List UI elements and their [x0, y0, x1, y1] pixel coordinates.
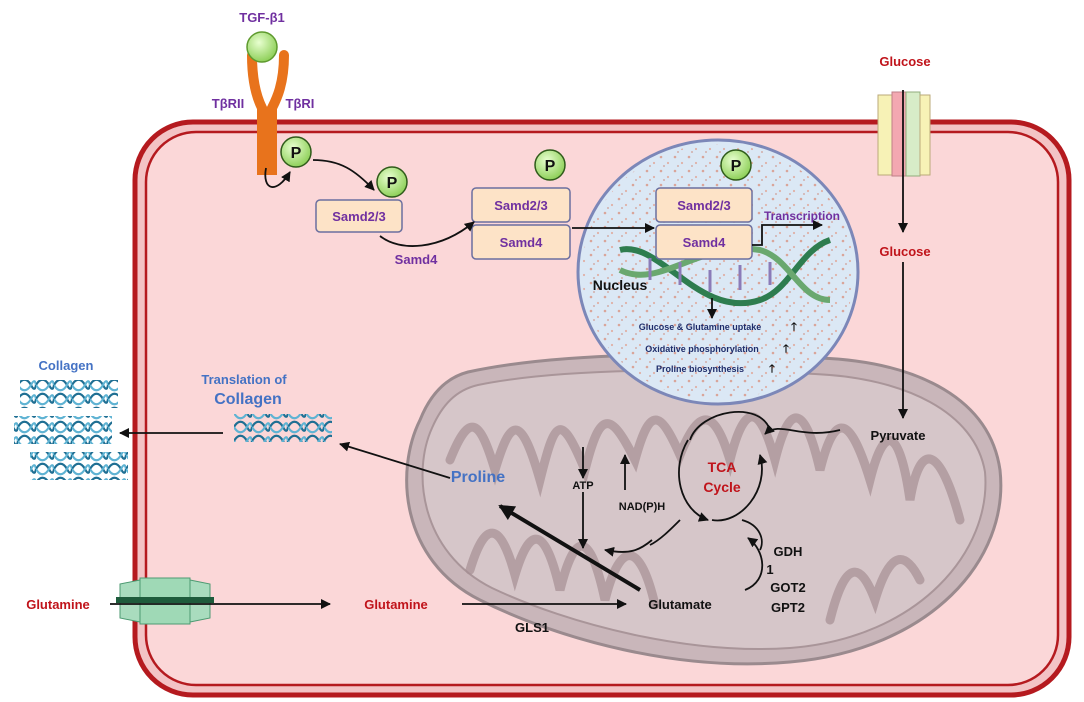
translation-label: Translation of: [201, 372, 287, 387]
samd-box: [315, 199, 403, 233]
gdh-label: GDH: [774, 544, 803, 559]
atp-label: ATP: [572, 480, 593, 492]
p-label: P: [545, 158, 556, 175]
nadph-label: NAD(P)H: [619, 501, 665, 513]
glutamine-outside-label: Glutamine: [26, 597, 90, 612]
nucleus: [576, 138, 860, 406]
samd23-label: Samd2/3: [494, 198, 547, 213]
glucose-inside-label: Glucose: [879, 244, 930, 259]
proline-arrow: [498, 504, 642, 592]
samd23-label: Samd2/3: [677, 198, 730, 213]
up-arrow-icon: 🡑: [791, 321, 797, 333]
glutamine-transporter-icon: [116, 577, 214, 625]
proline-label: Proline: [451, 469, 505, 486]
collagen-fiber-icon: [20, 380, 118, 408]
dna-helix-icon: [618, 237, 832, 307]
collagen-fiber-icon: [14, 416, 112, 444]
phosphate-icon: [720, 149, 752, 181]
tgf-receptor-icon: [246, 31, 289, 175]
samd4-label: Samd4: [500, 235, 543, 250]
collagen-fiber-icon: [234, 414, 332, 442]
transcription-label: Transcription: [764, 209, 840, 223]
pyruvate-label: Pyruvate: [871, 428, 926, 443]
got2-label: GOT2: [770, 580, 805, 595]
collagen-label: Collagen: [39, 358, 94, 373]
collagen-fiber-icon: [30, 452, 128, 480]
cycle-label: Cycle: [703, 479, 741, 495]
samd-box: [471, 224, 571, 260]
tbrii-label: TβRII: [212, 96, 245, 111]
nucleus-label: Nucleus: [593, 277, 648, 293]
samd4-label: Samd4: [683, 235, 726, 250]
up-arrow-icon: 🡑: [783, 343, 789, 355]
tbri-label: TβRI: [286, 96, 315, 111]
p-label: P: [387, 175, 398, 192]
samd4-label: Samd4: [395, 252, 438, 267]
glutamate-label: Glutamate: [648, 597, 712, 612]
samd-box: [655, 187, 753, 223]
glucose-transporter-icon: [877, 91, 931, 177]
samd23-label: Samd2/3: [332, 209, 385, 224]
up-arrow-icon: 🡑: [769, 363, 775, 375]
mitochondrion: [405, 353, 1003, 666]
one-label: 1: [766, 562, 773, 577]
translation-collagen-label: Collagen: [214, 391, 282, 408]
p-label: P: [731, 158, 742, 175]
tca-label: TCA: [708, 459, 737, 475]
p-label: P: [291, 145, 302, 162]
gpt2-label: GPT2: [771, 600, 805, 615]
gls1-label: GLS1: [515, 620, 549, 635]
phosphate-icon: [376, 166, 408, 198]
samd-box: [655, 224, 753, 260]
samd-box: [471, 187, 571, 223]
tgf-label: TGF-β1: [239, 10, 285, 25]
phosphate-icon: [280, 136, 312, 168]
uptake-label: Glucose & Glutamine uptake: [639, 322, 762, 332]
proline-biosynthesis-label: Proline biosynthesis: [656, 364, 744, 374]
glucose-outside-label: Glucose: [879, 54, 930, 69]
phosphate-icon: [534, 149, 566, 181]
oxphos-label: Oxidative phosphorylation: [645, 344, 759, 354]
arrows: [110, 90, 908, 609]
glutamine-inside-label: Glutamine: [364, 597, 428, 612]
